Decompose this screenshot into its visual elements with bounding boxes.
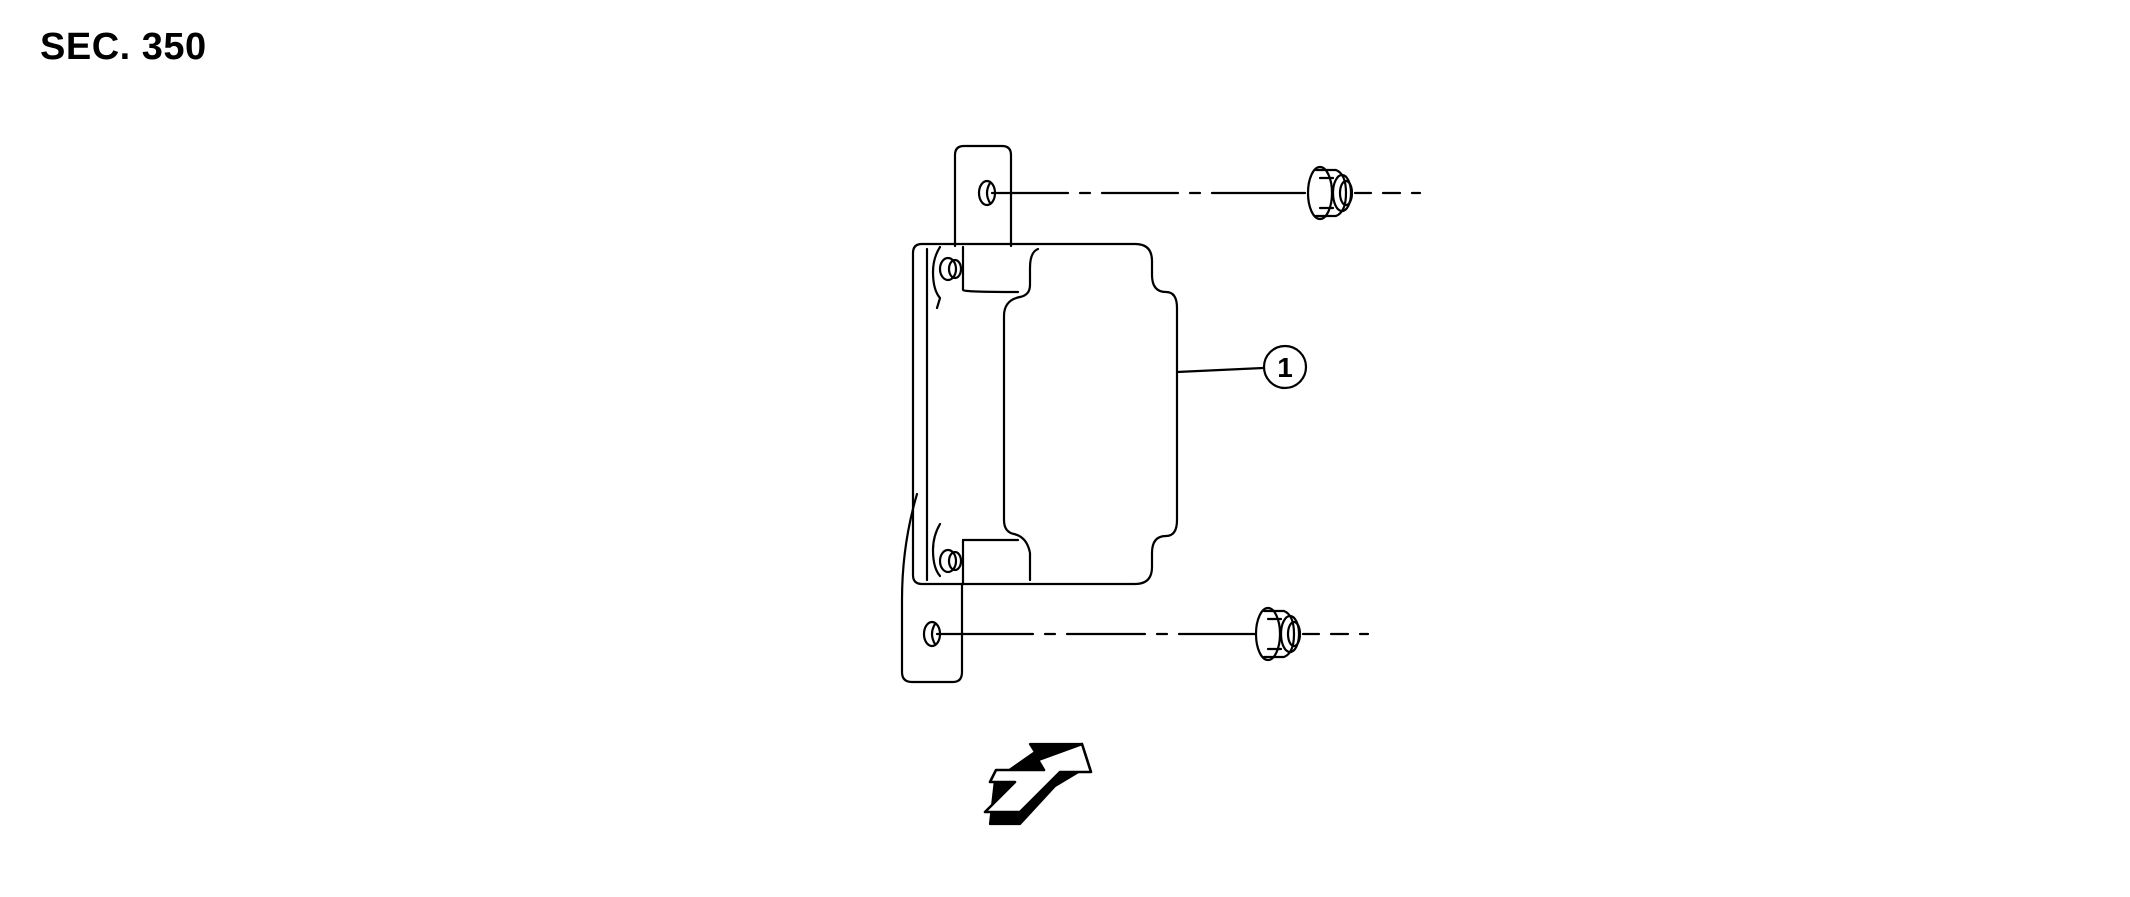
front-direction-arrow-icon — [983, 742, 1093, 826]
module-stud-upper — [938, 256, 963, 282]
callout-1-number: 1 — [1277, 352, 1293, 383]
callout-1: 1 — [1175, 344, 1308, 390]
section-label: SEC. 350 — [40, 26, 207, 68]
upper-bracket-tab — [953, 144, 1013, 248]
module-body — [911, 242, 1179, 586]
lower-bracket-tab — [900, 492, 964, 684]
flange-nut-icon — [1254, 606, 1302, 662]
module-stud-lower — [938, 548, 963, 574]
flange-nut-icon — [1306, 165, 1354, 221]
